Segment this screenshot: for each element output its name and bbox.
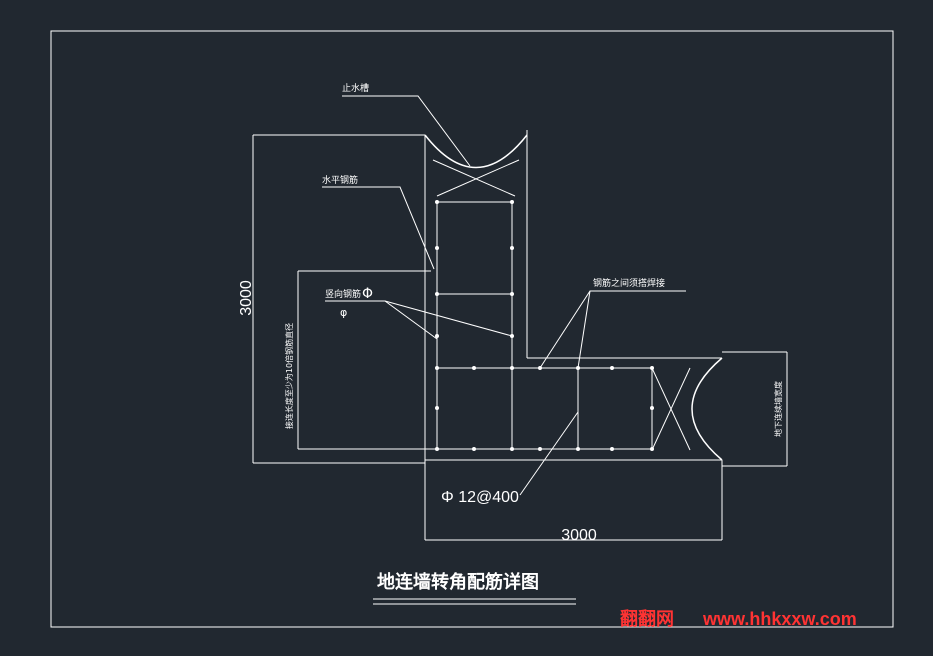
waterstop-right <box>691 357 723 461</box>
drawing-title: 地连墙转角配筋详图 <box>377 571 539 593</box>
rebar-spec: Φ 12@400 <box>441 489 519 506</box>
label-waterstop: 止水槽 <box>342 82 369 94</box>
waterstop-cross <box>651 367 691 451</box>
waterstop-cross <box>436 159 520 197</box>
left-side-note: 接连长度至少为10倍钢筋直径 <box>284 323 294 429</box>
label-vertical-rebar-symbol: Φ <box>362 286 373 302</box>
label-vertical-rebar: 竖向钢筋 <box>325 288 361 300</box>
dimension-horizontal: 3000 <box>561 527 597 544</box>
rebar-dots <box>435 200 654 451</box>
dimension-vertical: 3000 <box>238 280 255 316</box>
label-rebar-weld: 钢筋之间须搭焊接 <box>593 277 665 289</box>
label-horizontal-rebar: 水平钢筋 <box>322 174 358 186</box>
watermark-brand: 翻翻网 <box>620 608 674 629</box>
rebar-cage <box>577 367 653 450</box>
waterstop-top <box>424 134 528 169</box>
leader-line <box>384 300 513 337</box>
rebar-cage <box>436 201 513 295</box>
leader-line <box>342 95 471 167</box>
leader-line <box>539 290 686 369</box>
watermark-url: www.hhkxxw.com <box>702 609 857 629</box>
leader-line <box>322 186 435 270</box>
leader-line <box>519 411 579 496</box>
rebar-cage <box>436 367 513 450</box>
right-side-note: 地下连续墙宽度 <box>773 381 783 437</box>
drawing-frame <box>50 30 894 628</box>
rebar-cage <box>436 293 513 369</box>
leader-line <box>577 290 591 369</box>
waterstop-cross <box>432 159 516 197</box>
label-vertical-rebar-suffix: φ <box>340 306 347 319</box>
rebar-cage <box>511 367 579 450</box>
